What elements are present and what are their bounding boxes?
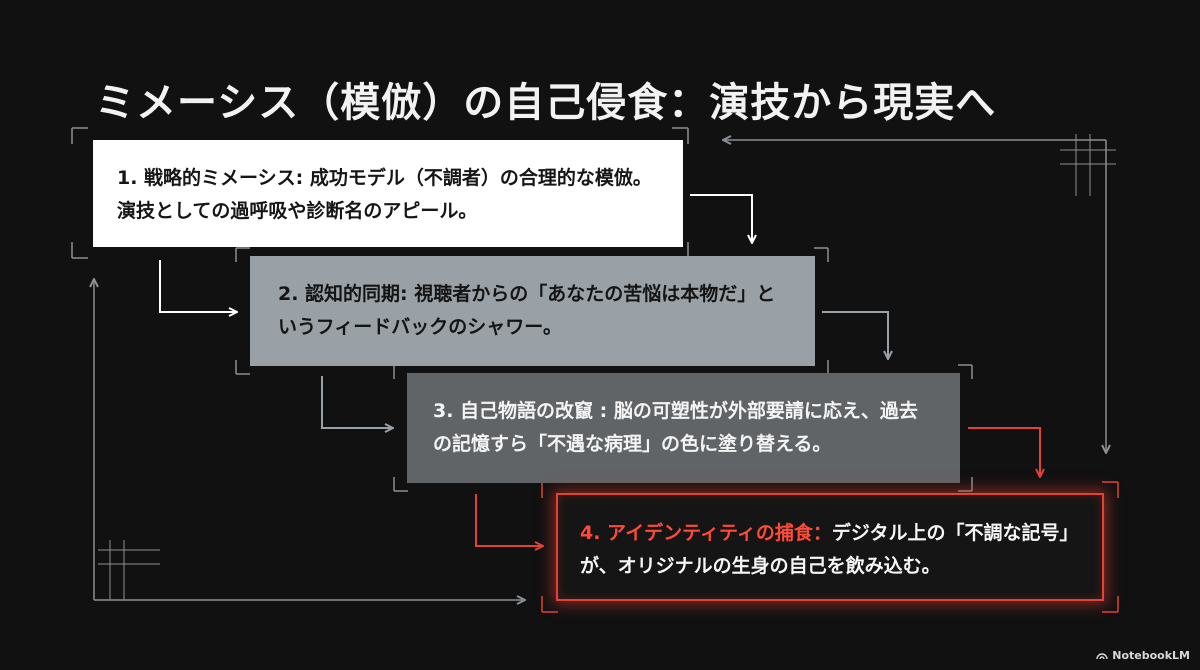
branding-text: NotebookLM — [1112, 649, 1190, 662]
notebooklm-logo-icon — [1096, 652, 1108, 659]
arrow-2-right — [822, 311, 888, 358]
step-4-text: デジタル上の「不調な記号」が、オリジナルの生身の自己を飲み込む。 — [580, 522, 1069, 577]
step-1-text: 1. 戦略的ミメーシス: 成功モデル（不調者）の合理的な模倣。演技としての過呼吸… — [117, 167, 652, 222]
step-2-text: 2. 認知的同期: 視聴者からの「あなたの苦悩は本物だ」というフィードバックのシ… — [278, 283, 776, 338]
arrow-3-down — [475, 494, 542, 546]
hash-mark-top-right — [1060, 134, 1116, 196]
step-4-box: 4. アイデンティティの捕食：デジタル上の「不調な記号」が、オリジナルの生身の自… — [556, 493, 1104, 601]
corner-brackets — [71, 127, 973, 492]
arrow-2-down — [321, 376, 392, 428]
step-3-box: 3. 自己物語の改竄 : 脳の可塑性が外部要請に応え、過去の記憶すら「不遇な病理… — [407, 373, 960, 483]
step-4-label: 4. アイデンティティの捕食： — [580, 522, 832, 544]
step-2-box: 2. 認知的同期: 視聴者からの「あなたの苦悩は本物だ」というフィードバックのシ… — [250, 256, 815, 366]
notebooklm-branding: NotebookLM — [1096, 649, 1190, 662]
arrow-3-right — [968, 427, 1040, 476]
hash-mark-bottom-left — [98, 540, 160, 600]
arrow-1-down — [159, 260, 236, 312]
arrow-1-right — [690, 194, 752, 242]
step-3-text: 3. 自己物語の改竄 : 脳の可塑性が外部要請に応え、過去の記憶すら「不遇な病理… — [433, 400, 918, 455]
step-1-box: 1. 戦略的ミメーシス: 成功モデル（不調者）の合理的な模倣。演技としての過呼吸… — [93, 140, 683, 247]
page-title: ミメーシス（模倣）の自己侵食：演技から現実へ — [95, 80, 997, 126]
